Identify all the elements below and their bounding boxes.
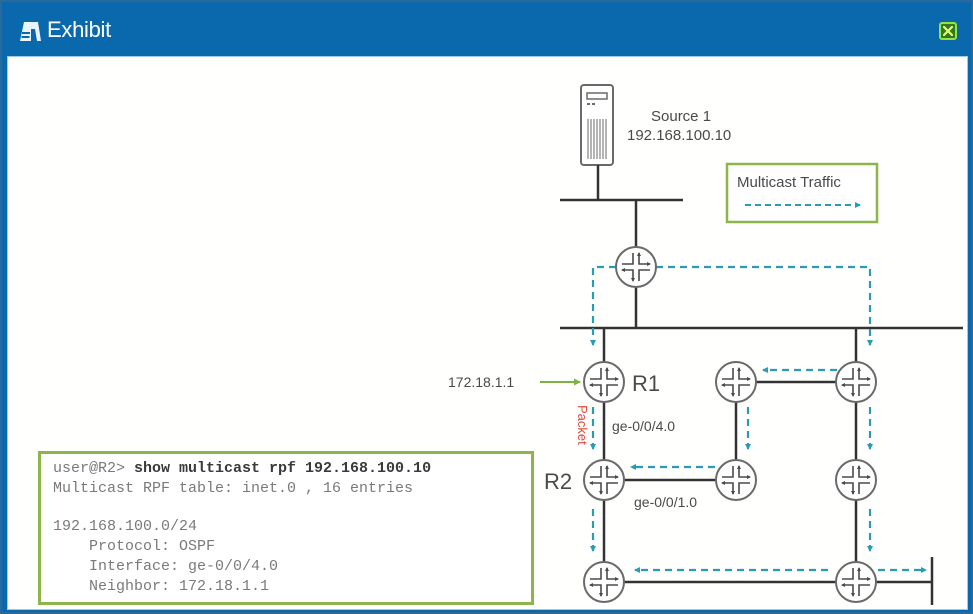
interface-label-r2-side: ge-0/0/1.0 <box>634 494 697 510</box>
packet-label: Packet <box>575 405 590 445</box>
cli-output-line: Multicast RPF table: inet.0 , 16 entries <box>53 480 414 497</box>
server-icon <box>580 84 614 166</box>
cli-output-line: Protocol: OSPF <box>53 538 216 555</box>
source-ip: 192.168.100.10 <box>627 127 731 144</box>
router-icon <box>583 561 625 603</box>
cli-output-line: 192.168.100.0/24 <box>53 518 198 535</box>
cli-output-line: Interface: ge-0/0/4.0 <box>53 558 279 575</box>
cli-output: user@R2> show multicast rpf 192.168.100.… <box>38 451 534 605</box>
source-name: Source 1 <box>651 108 711 125</box>
close-button[interactable] <box>939 22 957 40</box>
router-icon <box>615 246 657 288</box>
router-icon <box>715 459 757 501</box>
router-icon <box>835 561 877 603</box>
router-icon <box>715 361 757 403</box>
cli-command-line: user@R2> show multicast rpf 192.168.100.… <box>53 460 431 477</box>
neighbor-ip-label: 172.18.1.1 <box>448 374 514 390</box>
legend: Multicast Traffic <box>725 162 879 224</box>
exhibit-icon <box>18 20 42 42</box>
router-icon <box>835 459 877 501</box>
links <box>560 165 963 605</box>
close-icon <box>942 25 954 37</box>
title-bar: Exhibit <box>2 2 971 56</box>
cli-output-line: Neighbor: 172.18.1.1 <box>53 578 270 595</box>
legend-label: Multicast Traffic <box>737 174 841 191</box>
router-r2-label: R2 <box>544 469 572 494</box>
cli-command: show multicast rpf 192.168.100.10 <box>134 460 432 477</box>
interface-label-r1-r2: ge-0/0/4.0 <box>612 418 675 434</box>
network-diagram: Source 1 192.168.100.10 Multicast Traffi… <box>448 84 963 605</box>
multicast-paths <box>590 265 927 573</box>
cli-prompt: user@R2> <box>53 460 135 477</box>
router-r1-icon <box>583 361 625 403</box>
window-title: Exhibit <box>47 17 111 42</box>
router-r2-icon <box>583 459 625 501</box>
router-icon <box>835 361 877 403</box>
exhibit-content: Source 1 192.168.100.10 Multicast Traffi… <box>7 56 968 610</box>
router-r1-label: R1 <box>632 371 660 396</box>
